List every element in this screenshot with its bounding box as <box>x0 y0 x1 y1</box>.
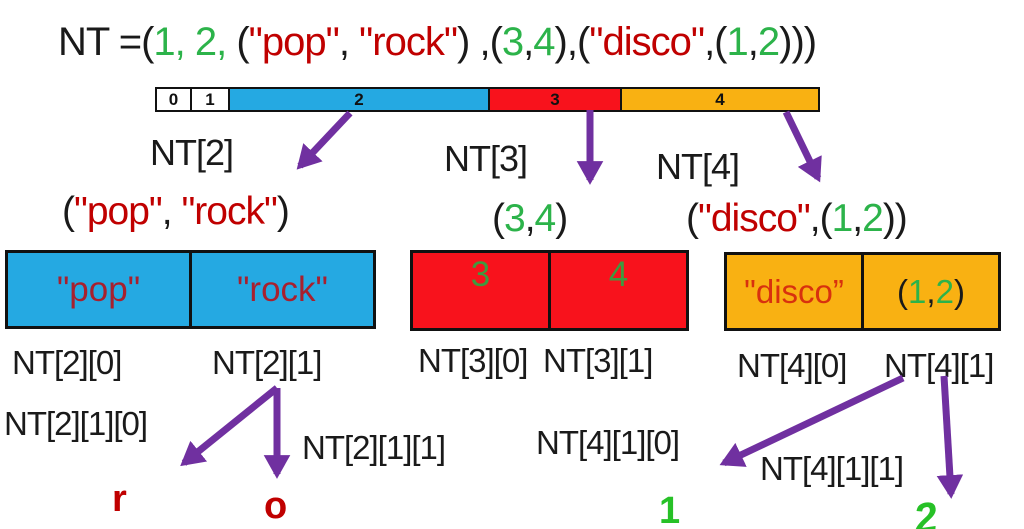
bar-cell-2: 2 <box>228 89 488 110</box>
box-nt3-cell-0: 3 <box>470 255 491 294</box>
label-nt4: NT[4] <box>656 146 740 187</box>
arrow-bar-to-nt4 <box>782 110 822 183</box>
tuple-disco-label: ("disco",(1,2)) <box>686 197 908 240</box>
arrow-nt41-to-two <box>936 375 964 499</box>
box-nt3-cell-1: 4 <box>548 253 686 328</box>
box-nt3: 3 4 <box>410 250 689 331</box>
bar-cell-4: 4 <box>620 89 818 110</box>
label-nt3: NT[3] <box>444 138 528 179</box>
arrow-bar-to-nt2 <box>296 110 353 170</box>
tuple-pop-rock-label: ("pop", "rock") <box>62 190 290 233</box>
tuple-index-bar: 0 1 2 3 4 <box>155 87 820 112</box>
box-nt4: "disco” (1,2) <box>724 252 1001 331</box>
box-nt2-cell-0: "pop" <box>56 269 141 309</box>
label-nt2: NT[2] <box>150 132 234 173</box>
label-nt4-1-1: NT[4][1][1] <box>760 450 904 487</box>
label-nt2-1: NT[2][1] <box>212 344 322 381</box>
tuple-expression-title: NT =(1, 2, ("pop", "rock") ,(3,4),("disc… <box>58 20 817 64</box>
arrow-nt21-to-r <box>180 385 280 467</box>
label-nt4-0: NT[4][0] <box>737 347 847 384</box>
box-nt4-cell-0: "disco” <box>744 272 844 310</box>
label-nt4-1: NT[4][1] <box>884 347 994 384</box>
box-nt4-cell-1: (1,2) <box>861 255 998 328</box>
label-nt4-1-0: NT[4][1][0] <box>536 424 680 461</box>
result-one: 1 <box>659 490 681 529</box>
box-nt2-cell-1: "rock" <box>189 253 373 326</box>
label-nt2-1-0: NT[2][1][0] <box>4 405 148 442</box>
bar-cell-3: 3 <box>488 89 620 110</box>
label-nt3-1: NT[3][1] <box>543 342 653 379</box>
result-r: r <box>112 478 127 520</box>
bar-cell-0: 0 <box>157 89 190 110</box>
box-nt2: "pop" "rock" <box>5 250 376 329</box>
result-two: 2 <box>910 492 941 529</box>
label-nt2-1-1: NT[2][1][1] <box>302 429 446 466</box>
label-nt3-0: NT[3][0] <box>418 342 528 379</box>
label-nt2-0: NT[2][0] <box>12 344 122 381</box>
tuple-three-four-label: (3,4) <box>492 197 568 240</box>
result-o: o <box>264 485 288 527</box>
bar-cell-1: 1 <box>190 89 228 110</box>
